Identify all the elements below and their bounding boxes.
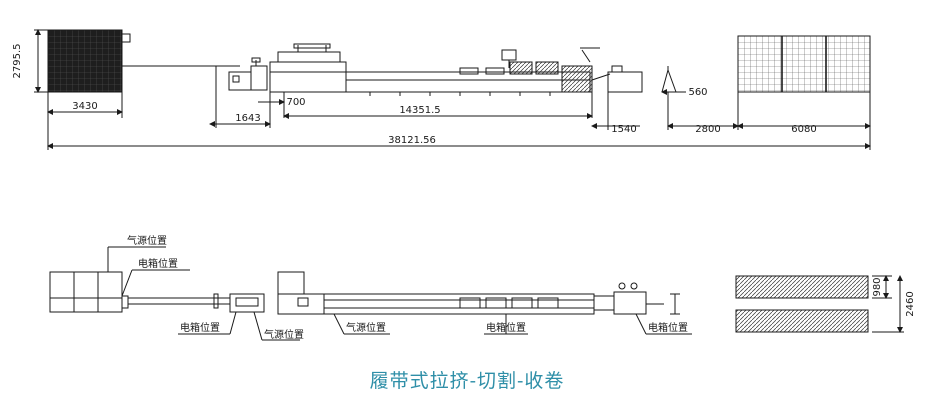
dim-extensions — [47, 92, 871, 150]
winder-reel-1 — [618, 282, 626, 290]
dim-text-980: 980 — [872, 277, 883, 296]
caterpillar-legs — [369, 92, 551, 96]
label-electric-box-left: 电箱位置 — [180, 321, 220, 334]
preform-unit — [228, 71, 252, 91]
puller-box-2 — [485, 297, 507, 309]
caterpillar-box-1 — [459, 67, 479, 75]
dim-text-2460: 2460 — [905, 291, 916, 316]
cutter-arm — [581, 49, 591, 63]
diagram-caption: 履带式拉挤-切割-收卷 — [369, 370, 565, 392]
winder-reel-2 — [630, 282, 638, 290]
dim-text-560: 560 — [688, 87, 707, 98]
dim-text-14351: 14351.5 — [399, 105, 440, 116]
cutter-plan — [593, 295, 615, 311]
winder-plan — [613, 291, 647, 315]
plan-view — [49, 246, 904, 341]
winder-unit — [607, 71, 643, 93]
plan-guide — [213, 293, 219, 309]
creel-rack-grid — [47, 29, 123, 93]
preform-plan-inner — [235, 297, 259, 307]
die-plan — [277, 293, 325, 315]
label-electric-box-top: 电箱位置 — [138, 257, 178, 270]
caterpillar-frame — [345, 71, 591, 93]
caterpillar-box-3 — [509, 61, 533, 75]
dim-text-height: 2795.5 — [12, 44, 23, 79]
storage-rack-grid — [737, 35, 871, 93]
caterpillar-box-2 — [485, 67, 505, 75]
elevation-view — [34, 29, 871, 150]
die-heater — [269, 61, 347, 93]
dim-text-3430: 3430 — [72, 101, 97, 112]
die-frame — [293, 43, 331, 49]
winder-feed — [591, 73, 611, 81]
puller-box-4 — [537, 297, 559, 309]
dim-text-700: 700 — [286, 97, 305, 108]
dim-text-6080: 6080 — [791, 124, 816, 135]
die-top — [277, 51, 341, 63]
die-plan-top — [277, 271, 305, 295]
creel-plan-guide — [121, 295, 129, 309]
label-air-source-top: 气源位置 — [127, 234, 167, 247]
puller-plan — [323, 293, 595, 315]
dim-text-1540: 1540 — [611, 124, 636, 135]
preform-detail — [232, 75, 240, 83]
preform-plan — [229, 293, 265, 313]
dim-text-1643: 1643 — [235, 113, 260, 124]
label-electric-box-mid: 电箱位置 — [486, 321, 526, 334]
label-air-source-mid: 气源位置 — [264, 328, 304, 341]
winder-top — [611, 65, 623, 73]
label-air-source-main: 气源位置 — [346, 321, 386, 334]
creel-plan — [49, 271, 123, 313]
storage-plan-1 — [735, 275, 869, 299]
label-leaders — [107, 246, 692, 341]
control-monitor — [501, 49, 517, 61]
storage-plan-2 — [735, 309, 869, 333]
puller-box-1 — [459, 297, 481, 309]
stand-leg-2 — [667, 69, 677, 93]
cutter-unit — [561, 65, 593, 93]
dim-text-2800: 2800 — [695, 124, 720, 135]
die-plan-inner — [297, 297, 309, 307]
bath-cap — [251, 57, 261, 63]
puller-box-3 — [511, 297, 533, 309]
caterpillar-box-4 — [535, 61, 559, 75]
label-electric-box-right: 电箱位置 — [648, 321, 688, 334]
resin-bath — [250, 65, 268, 91]
dim-text-total: 38121.56 — [388, 135, 436, 146]
creel-guide — [121, 33, 131, 43]
stand-leg-1 — [661, 69, 669, 93]
